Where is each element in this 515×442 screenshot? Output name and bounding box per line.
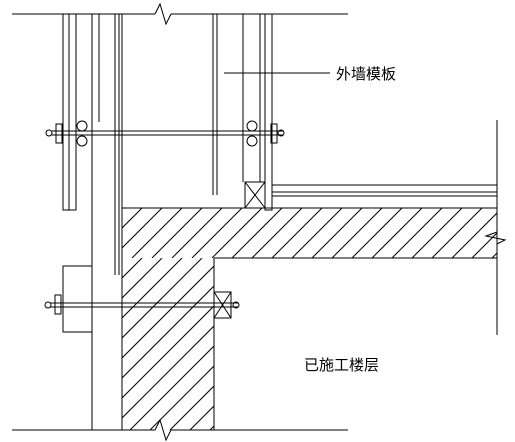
hatch-line <box>330 258 502 430</box>
hatch-line <box>122 258 183 319</box>
hatch-line <box>122 285 214 379</box>
hatch-line <box>431 208 483 258</box>
top-break-line <box>12 2 348 26</box>
left-formwork-panel <box>62 13 123 431</box>
hatch-line <box>122 305 214 399</box>
concrete-slab-section <box>121 207 515 430</box>
hatch-line <box>271 208 323 258</box>
hatch-line <box>350 258 515 430</box>
hatch-line <box>151 208 203 258</box>
hatch-line <box>471 232 497 258</box>
hatch-line <box>290 258 462 430</box>
hatch-line <box>122 265 214 359</box>
hatch-line <box>211 208 263 258</box>
hatch-line <box>270 258 442 430</box>
hatch-line <box>209 425 214 430</box>
right-break-line <box>484 120 507 335</box>
formwork-label: 外墙模板 <box>336 65 396 83</box>
hatch-line <box>122 258 143 279</box>
hatch-line <box>311 208 363 258</box>
hatch-line <box>370 258 515 430</box>
hatch-line <box>122 258 203 339</box>
hatch-line <box>191 208 243 258</box>
lower-anchor-bolt <box>44 265 240 333</box>
bottom-break-line <box>12 418 348 442</box>
hatch-line <box>149 365 214 430</box>
hatch-line <box>129 345 214 430</box>
hatch-line <box>291 208 343 258</box>
hatch-line <box>351 208 403 258</box>
upper-tie-rod <box>45 120 285 147</box>
hatch-line <box>391 208 443 258</box>
spacer-block-top <box>244 181 266 209</box>
hatch-line <box>411 208 463 258</box>
slab-formwork <box>272 184 497 197</box>
hatch-line <box>230 258 402 430</box>
hatch-line <box>122 208 143 229</box>
hatch-line <box>171 208 223 258</box>
right-formwork-panel <box>212 13 273 211</box>
hatch-line <box>451 212 497 258</box>
hatch-line <box>331 208 383 258</box>
hatch-line <box>371 208 423 258</box>
hatch-line <box>122 258 163 299</box>
hatch-line <box>122 258 123 259</box>
floor-label: 已施工楼层 <box>304 356 379 374</box>
hatch-line <box>231 208 283 258</box>
hatch-line <box>251 208 303 258</box>
hatch-line <box>189 405 214 430</box>
hatch-line <box>131 208 183 258</box>
hatch-line <box>169 385 214 430</box>
hatch-line <box>122 325 214 419</box>
hatch-line <box>250 258 422 430</box>
hatch-line <box>310 258 482 430</box>
hatch-line <box>122 208 163 249</box>
